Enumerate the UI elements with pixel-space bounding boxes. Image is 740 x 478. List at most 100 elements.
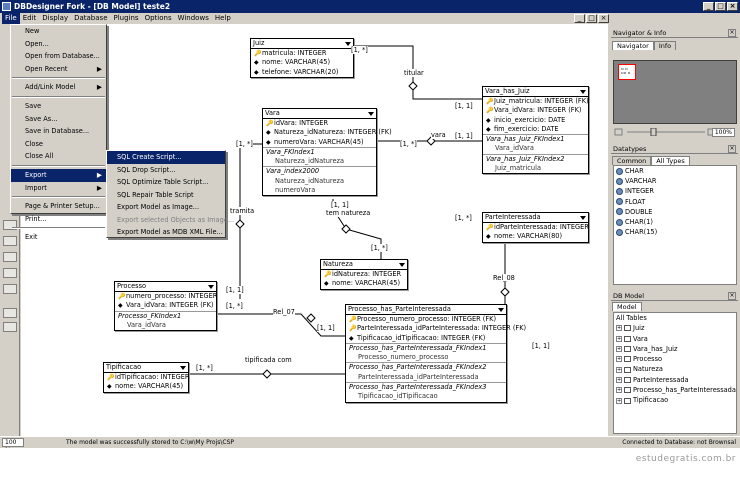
- note-tool-icon[interactable]: [3, 284, 17, 294]
- tab-all-types[interactable]: All Types: [651, 156, 690, 165]
- index-column: Natureza_idNatureza: [275, 176, 345, 185]
- menu-item-open-from-database[interactable]: Open from Database...: [25, 52, 100, 61]
- menu-item-save-as[interactable]: Save As...: [25, 114, 58, 123]
- table-index: Processo_has_ParteInteressada_FKIndex3: [346, 382, 506, 392]
- status-zoom[interactable]: 100 %: [2, 438, 24, 448]
- relation-nm-tool-icon[interactable]: [3, 268, 17, 278]
- watermark: estudegratis.com.br: [635, 454, 736, 464]
- menu-help[interactable]: Help: [214, 14, 231, 22]
- tab-info[interactable]: Info: [653, 41, 677, 50]
- menu-item-page-setup[interactable]: Page & Printer Setup...: [25, 202, 100, 211]
- relation-label-tipificada[interactable]: tipificada com: [245, 356, 292, 364]
- navigator-viewport[interactable]: ▫ ▫▫▫ ▫: [618, 64, 636, 80]
- table-vara[interactable]: Vara 🔑idVara: INTEGER ◆Natureza_idNature…: [262, 108, 392, 197]
- table-processo-has-parteinteressada[interactable]: Processo_has_ParteInteressada 🔑Processo_…: [345, 304, 526, 403]
- dbmodel-panel-header: DB Model×: [611, 291, 738, 301]
- menu-item-close[interactable]: Close: [25, 139, 43, 148]
- tree-item[interactable]: +Processo_has_ParteInteressada: [616, 386, 736, 395]
- tree-item[interactable]: +Tipificacao: [616, 396, 669, 405]
- menu-item-new[interactable]: New: [25, 27, 40, 35]
- menu-item-close-all[interactable]: Close All: [25, 152, 54, 161]
- relation-label-titular[interactable]: titular: [404, 69, 424, 77]
- list-item[interactable]: FLOAT: [614, 197, 736, 207]
- menu-item-save[interactable]: Save: [25, 101, 42, 110]
- list-item[interactable]: CHAR(1): [614, 217, 736, 227]
- relation-label-rel07[interactable]: Rel_07: [273, 308, 295, 316]
- tab-common[interactable]: Common: [612, 156, 652, 165]
- list-item[interactable]: DOUBLE: [614, 207, 736, 217]
- menu-item-export[interactable]: Export▶: [11, 168, 106, 182]
- select-tool-icon[interactable]: [3, 220, 17, 230]
- menu-item-open-recent[interactable]: Open Recent▶: [11, 63, 106, 76]
- menu-item-export-image[interactable]: Export Model as Image...: [117, 203, 200, 211]
- cardinality-label: [1, *]: [196, 364, 213, 372]
- menu-item-sql-create-script[interactable]: SQL Create Script...: [107, 151, 225, 164]
- query-tool-icon[interactable]: [3, 322, 17, 332]
- relation-label-rel08[interactable]: Rel_08: [493, 274, 515, 282]
- menu-item-import[interactable]: Import▶: [11, 182, 106, 195]
- mdi-restore-button[interactable]: □: [586, 14, 597, 23]
- menu-display[interactable]: Display: [42, 14, 69, 22]
- tree-root[interactable]: All Tables: [616, 314, 647, 322]
- menu-item-export-mdb-xml[interactable]: Export Model as MDB XML File...: [117, 228, 223, 236]
- sql-tool-icon[interactable]: [3, 308, 17, 318]
- table-processo[interactable]: Processo 🔑numero_processo: INTEGER ◆Vara…: [114, 281, 217, 332]
- menu-item-open[interactable]: Open...: [25, 39, 49, 48]
- minimize-button[interactable]: _: [703, 2, 714, 11]
- tab-model[interactable]: Model: [612, 302, 642, 311]
- datatype-icon: [616, 228, 623, 236]
- navigator-preview[interactable]: ▫ ▫▫▫ ▫: [613, 60, 737, 124]
- menu-item-print[interactable]: Print...: [25, 214, 47, 223]
- diamond-rel07: [306, 313, 316, 323]
- menu-options[interactable]: Options: [144, 14, 172, 22]
- mdi-close-button[interactable]: ×: [598, 14, 609, 23]
- panel-close-icon[interactable]: ×: [728, 145, 736, 153]
- submenu-arrow-icon: ▶: [96, 83, 102, 92]
- table-vara-has-juiz[interactable]: Vara_has_Juiz 🔑Juiz_matricula: INTEGER (…: [482, 86, 589, 175]
- tab-navigator[interactable]: Navigator: [612, 41, 654, 50]
- menu-database[interactable]: Database: [74, 14, 108, 22]
- table-tool-icon[interactable]: [3, 236, 17, 246]
- close-button[interactable]: ×: [727, 2, 738, 11]
- table-header: ParteInteressada: [483, 213, 588, 223]
- tree-item[interactable]: +Natureza: [616, 365, 663, 374]
- relation-label-tem-natureza[interactable]: tem natureza: [326, 209, 371, 217]
- menu-windows[interactable]: Windows: [177, 14, 209, 22]
- menu-item-exit[interactable]: Exit: [25, 233, 38, 242]
- key-icon: 🔑: [486, 107, 494, 115]
- list-item[interactable]: CHAR: [614, 166, 736, 176]
- tree-item[interactable]: +ParteInteressada: [616, 375, 689, 384]
- tree-item[interactable]: +Vara_has_Juiz: [616, 344, 678, 353]
- tree-item[interactable]: +Processo: [616, 355, 663, 364]
- maximize-button[interactable]: □: [715, 2, 726, 11]
- mdi-minimize-button[interactable]: _: [574, 14, 585, 23]
- table-parteinteressada[interactable]: ParteInteressada 🔑idParteInteressada: IN…: [482, 212, 589, 243]
- relation-label-vara[interactable]: vara: [431, 131, 446, 139]
- list-item[interactable]: VARCHAR: [614, 176, 736, 186]
- relation-tool-icon[interactable]: [3, 252, 17, 262]
- list-item[interactable]: INTEGER: [614, 186, 736, 196]
- menu-item-sql-optimize-script[interactable]: SQL Optimize Table Script...: [117, 178, 209, 186]
- key-icon: 🔑: [266, 120, 274, 127]
- menu-item-save-in-database[interactable]: Save in Database...: [25, 127, 90, 136]
- datatype-icon: [616, 187, 623, 195]
- tree-item[interactable]: +Juiz: [616, 324, 645, 333]
- zoom-slider[interactable]: 100%: [613, 127, 737, 137]
- relation-label-tramita[interactable]: tramita: [230, 207, 255, 215]
- table-tipificacao[interactable]: Tipificacao 🔑idTipificacao: INTEGER ◆nom…: [103, 362, 189, 393]
- panel-close-icon[interactable]: ×: [728, 292, 736, 300]
- panel-close-icon[interactable]: ×: [728, 29, 736, 37]
- table-juiz[interactable]: Juiz 🔑matricula: INTEGER ◆nome: VARCHAR(…: [250, 38, 354, 78]
- menu-edit[interactable]: Edit: [22, 14, 37, 22]
- model-tree: All Tables +Juiz +Vara +Vara_has_Juiz +P…: [613, 312, 737, 434]
- menu-file[interactable]: File: [2, 13, 20, 24]
- model-canvas[interactable]: Juiz 🔑matricula: INTEGER ◆nome: VARCHAR(…: [21, 24, 608, 436]
- menu-plugins[interactable]: Plugins: [113, 14, 139, 22]
- table-natureza[interactable]: Natureza 🔑idNatureza: INTEGER ◆nome: VAR…: [320, 259, 408, 290]
- menu-item-sql-repair-script[interactable]: SQL Repair Table Script: [117, 190, 194, 199]
- menu-item-add-link-model[interactable]: Add/Link Model▶: [11, 81, 106, 94]
- list-item[interactable]: CHAR(15): [614, 227, 736, 237]
- tree-item[interactable]: +Vara: [616, 334, 648, 343]
- menu-item-sql-drop-script[interactable]: SQL Drop Script...: [117, 165, 176, 174]
- zoom-level[interactable]: 100%: [711, 128, 735, 137]
